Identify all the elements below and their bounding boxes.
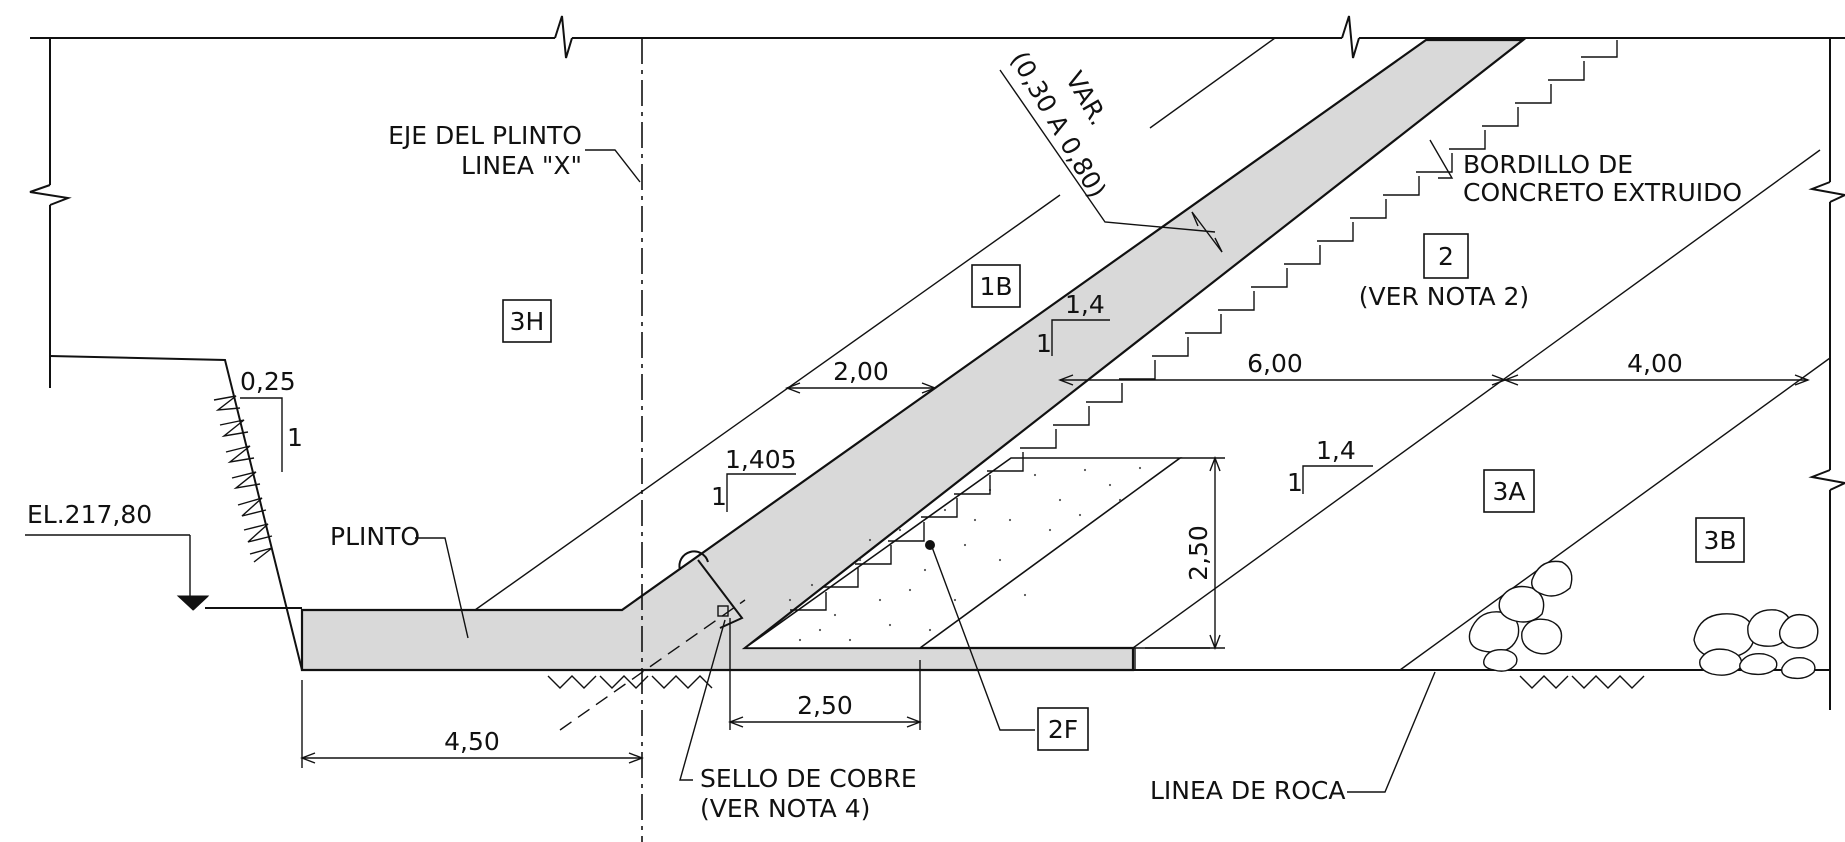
slope-025-h: 0,25 [240,367,296,396]
slab-thickness-dimension [1191,211,1223,253]
slope-14-upper-h: 1,4 [1065,290,1105,319]
zone-3h-box [502,299,552,343]
dimension-250-bottom-line [728,618,922,730]
slope-hatch [213,395,273,563]
bordillo-label-line1: BORDILLO DE [1463,150,1633,179]
zone-3a-box [1483,469,1535,513]
ver-nota-2-label: (VER NOTA 2) [1359,282,1529,311]
rock-hatch-right [1519,675,1645,689]
dimension-250-vertical-line [1145,456,1225,650]
left-boundary [29,38,72,388]
slope-025 [240,397,283,472]
zone-2-box [1423,233,1469,279]
zone-3a-label: 3A [1492,477,1525,506]
leaders [415,69,1454,793]
slope-14-upper-v: 1 [1036,329,1052,358]
dim-250-bottom: 2,50 [797,691,853,720]
bordillo-label-line2: CONCRETO EXTRUIDO [1463,178,1742,207]
zone-2f-marker-dot [925,540,935,550]
slope-1405 [726,473,796,512]
slope-1405-v: 1 [711,482,727,511]
dimension-200-line [785,382,937,394]
rock-hatch-left [547,675,713,689]
slope-025-v: 1 [287,423,303,452]
dim-250-vertical: 2,50 [1184,525,1213,581]
extruded-curb-steps [790,40,1618,611]
dim-450: 4,50 [444,727,500,756]
dim-200: 2,00 [833,357,889,386]
zone-2-label: 2 [1438,242,1454,271]
copper-seal [678,550,744,629]
dimension-450-line [300,680,644,768]
slope-14-upper [1051,319,1110,356]
sello-label-line2: (VER NOTA 4) [700,794,870,823]
excavation-left [49,355,303,671]
sello-label-line1: SELLO DE COBRE [700,764,917,793]
elevation-marker [25,534,210,611]
dim-400: 4,00 [1627,349,1683,378]
stipple [788,466,1142,642]
slope-14-right-h: 1,4 [1316,436,1356,465]
rock-cluster-left [1468,560,1573,672]
eje-label-line2: LINEA "X" [461,151,582,180]
zone-3b-box [1695,517,1745,563]
rock-cluster-right [1693,609,1819,680]
zone-2f-box [1037,707,1089,751]
linea-roca-label: LINEA DE ROCA [1150,776,1345,805]
elevation-label: EL.217,80 [27,500,152,529]
zone-1b-label: 1B [979,272,1012,301]
slope-14-right-v: 1 [1287,468,1303,497]
zone-3b-label: 3B [1703,526,1736,555]
zone-2f-label: 2F [1048,715,1078,744]
eje-label-line1: EJE DEL PLINTO [388,121,582,150]
foundation-extension [559,599,746,731]
right-boundary [1808,38,1845,710]
dim-600: 6,00 [1247,349,1303,378]
plinto-label: PLINTO [330,522,420,551]
slope-14-right [1302,465,1373,494]
zone-3h-label: 3H [510,307,545,336]
zone-1b-box [971,264,1021,308]
slope-1405-h: 1,405 [725,445,797,474]
dimension-600-line [1058,374,1810,386]
top-boundary [30,15,1845,59]
